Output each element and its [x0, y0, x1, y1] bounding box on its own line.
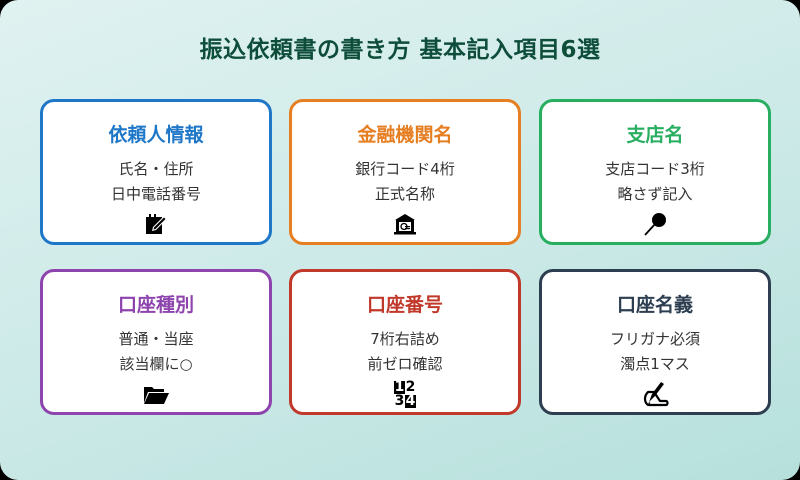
card-branch-name: 支店名 支店コード3桁 略さず記入	[539, 99, 771, 245]
card-line: 該当欄に○	[119, 355, 193, 373]
card-line: 銀行コード4桁	[355, 160, 455, 178]
card-heading: 口座番号	[366, 294, 443, 316]
numbers-icon: 12 34	[394, 379, 416, 409]
card-bank-name: 金融機関名 銀行コード4桁 正式名称	[289, 99, 521, 245]
card-line: 日中電話番号	[110, 185, 201, 203]
writing-hand-icon	[542, 379, 768, 409]
card-line: フリガナ必須	[609, 330, 700, 348]
card-account-holder: 口座名義 フリガナ必須 濁点1マス	[539, 269, 771, 415]
card-line: 濁点1マス	[620, 355, 690, 373]
card-line: 支店コード3桁	[605, 160, 705, 178]
card-line: 普通・当座	[118, 330, 194, 348]
open-folder-icon	[43, 379, 269, 409]
card-line: 7桁右詰め	[370, 330, 440, 348]
page-title: 振込依頼書の書き方 基本記入項目6選	[199, 37, 601, 63]
card-line: 氏名・住所	[118, 160, 194, 178]
card-line: 前ゼロ確認	[367, 355, 443, 373]
card-requester-info: 依頼人情報 氏名・住所 日中電話番号	[40, 99, 272, 245]
card-account-type: 口座種別 普通・当座 該当欄に○	[40, 269, 272, 415]
card-heading: 口座名義	[616, 294, 693, 316]
card-account-number: 口座番号 7桁右詰め 前ゼロ確認 12 34	[289, 269, 521, 415]
card-line: 正式名称	[374, 185, 435, 203]
bank-icon	[292, 209, 518, 239]
card-heading: 金融機関名	[357, 124, 453, 146]
card-heading: 支店名	[626, 124, 684, 146]
card-heading: 口座種別	[117, 294, 194, 316]
memo-pencil-icon	[43, 209, 269, 239]
card-heading: 依頼人情報	[108, 124, 204, 146]
pushpin-icon	[542, 209, 768, 239]
card-line: 略さず記入	[617, 185, 693, 203]
